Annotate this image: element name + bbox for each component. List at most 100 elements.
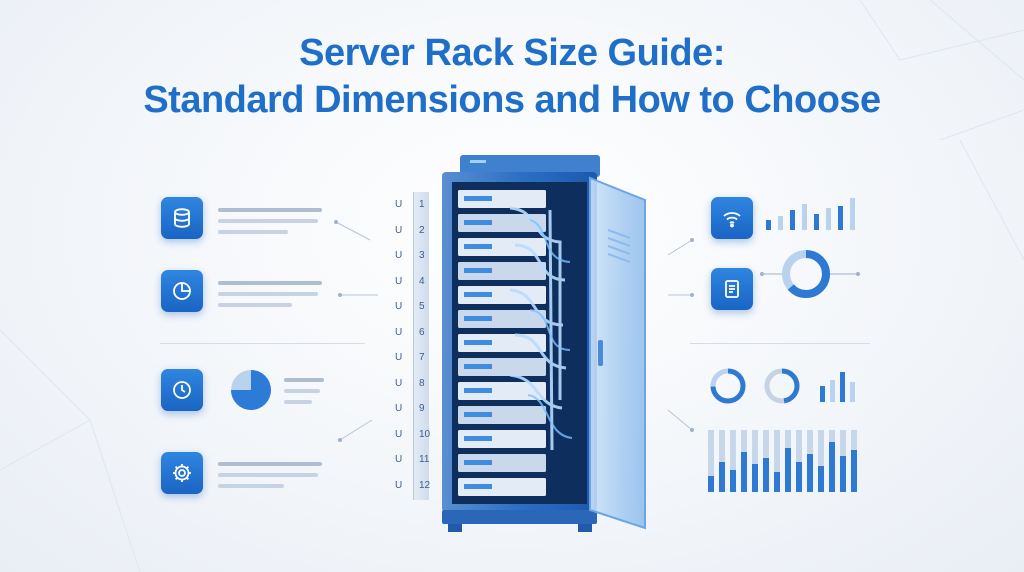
- gear-icon: [173, 464, 191, 482]
- server-unit-led: [464, 340, 492, 345]
- ruler-unit-label: U: [395, 428, 403, 440]
- clock-icon: [173, 381, 191, 399]
- ruler-unit-label: U: [395, 352, 403, 363]
- text-placeholder-line: [218, 219, 318, 223]
- server-unit-led: [464, 484, 492, 489]
- server-unit-led: [464, 460, 492, 465]
- server-unit: [458, 334, 546, 352]
- donut-chart-graphic: [760, 250, 860, 298]
- document-tile: [711, 268, 753, 310]
- pie-chart-icon: [173, 282, 191, 300]
- ruler-unit-number: 1: [419, 199, 425, 210]
- server-unit: [458, 382, 546, 400]
- title-line-1: Server Rack Size Guide:: [299, 32, 725, 74]
- server-unit-led: [464, 268, 492, 273]
- title-line-2: Standard Dimensions and How to Choose: [143, 79, 881, 121]
- ruler-unit-label: U: [395, 275, 403, 287]
- pie-chart-tile: [161, 270, 203, 312]
- document-icon: [725, 280, 739, 298]
- bar: [741, 452, 747, 492]
- database-tile: [161, 197, 203, 239]
- server-unit-led: [464, 196, 492, 201]
- text-placeholder-line: [284, 400, 312, 404]
- text-placeholder-line: [284, 378, 324, 382]
- text-placeholder-line: [218, 484, 284, 488]
- server-unit: [458, 214, 546, 232]
- wifi-tile: [711, 197, 753, 239]
- ruler-unit-number: 6: [419, 326, 425, 338]
- bar: [708, 476, 714, 492]
- server-unit-led: [464, 292, 492, 297]
- server-unit-led: [464, 436, 492, 441]
- server-unit: [458, 358, 546, 376]
- bar: [807, 454, 813, 492]
- ruler-unit-label: U: [395, 403, 403, 414]
- server-unit: [458, 454, 546, 472]
- bar: [774, 472, 780, 492]
- pie-chart-graphic: [231, 370, 271, 410]
- database-icon: [174, 208, 190, 228]
- text-placeholder-line: [218, 462, 322, 466]
- server-unit-led: [464, 388, 492, 393]
- section-divider: [690, 343, 870, 344]
- ruler-unit-number: 4: [419, 275, 425, 287]
- text-placeholder-line: [218, 292, 318, 296]
- ruler-unit-label: U: [395, 479, 403, 491]
- server-unit-led: [464, 316, 492, 321]
- ruler-unit-label: U: [395, 454, 403, 465]
- server-unit-led: [464, 364, 492, 369]
- bar: [730, 470, 736, 492]
- bar-background: [818, 430, 824, 492]
- server-unit: [458, 238, 546, 256]
- bar: [829, 442, 835, 492]
- server-unit: [458, 262, 546, 280]
- ruler-unit-number: 2: [419, 224, 425, 236]
- bar-background: [796, 430, 802, 492]
- server-unit-led: [464, 412, 492, 417]
- server-unit: [458, 430, 546, 448]
- bar: [840, 456, 846, 492]
- ruler-unit-number: 12: [419, 479, 431, 491]
- ruler-unit-label: U: [395, 250, 403, 261]
- ruler-row: U 12: [387, 475, 432, 497]
- section-divider: [160, 343, 365, 344]
- text-placeholder-line: [284, 389, 320, 393]
- ruler-unit-number: 7: [419, 352, 425, 363]
- page-title: Server Rack Size Guide: Standard Dimensi…: [0, 30, 1024, 124]
- server-unit: [458, 286, 546, 304]
- bar: [785, 448, 791, 492]
- bar-background: [719, 430, 725, 492]
- bar: [851, 450, 857, 492]
- ring-charts-graphic: [710, 368, 855, 404]
- bar: [818, 466, 824, 492]
- server-unit-led: [464, 220, 492, 225]
- ruler-unit-label: U: [395, 224, 403, 236]
- ruler-row: U 11: [387, 449, 432, 471]
- bar-background: [752, 430, 758, 492]
- ruler-unit-number: 11: [419, 454, 430, 465]
- server-unit-led: [464, 244, 492, 249]
- server-rack-illustration: [442, 155, 646, 532]
- server-unit: [458, 190, 546, 208]
- ruler-bar: [413, 192, 429, 500]
- ruler-unit-label: U: [395, 199, 403, 210]
- text-placeholder-line: [218, 473, 318, 477]
- text-placeholder-line: [218, 230, 288, 234]
- ruler-unit-label: U: [395, 326, 403, 338]
- bar-background: [730, 430, 736, 492]
- bar: [763, 458, 769, 492]
- ruler-unit-label: U: [395, 301, 403, 312]
- text-placeholder-line: [218, 208, 322, 212]
- server-unit: [458, 478, 546, 496]
- gear-tile: [161, 452, 203, 494]
